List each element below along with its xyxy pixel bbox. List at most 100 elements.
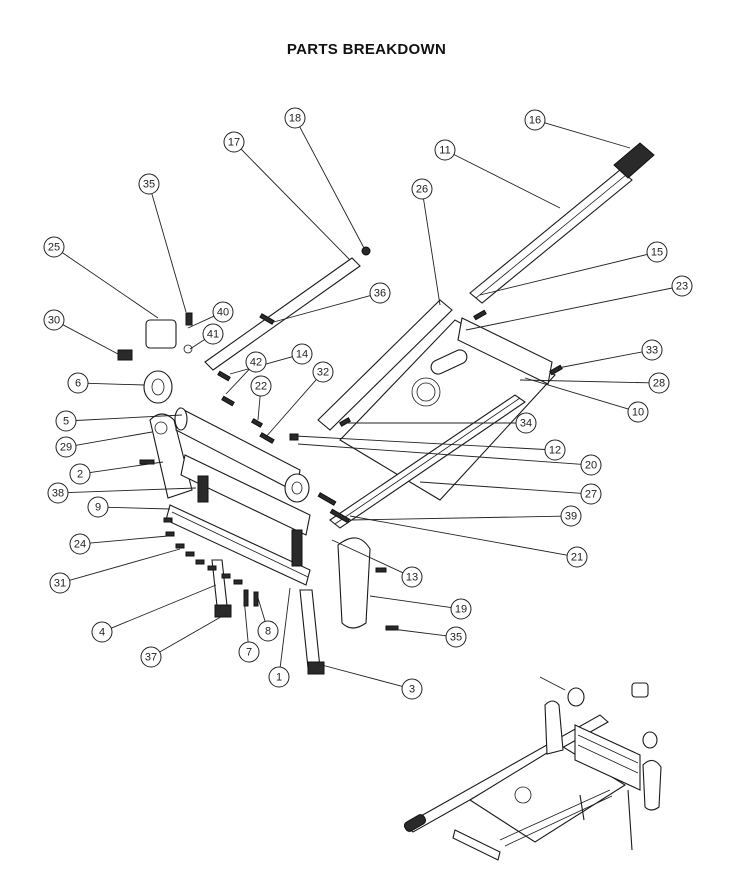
- leader-line-36: [269, 295, 371, 324]
- callout-15: 15: [646, 241, 668, 263]
- page-title: PARTS BREAKDOWN: [286, 41, 447, 58]
- callout-27: 27: [580, 483, 602, 505]
- callout-16: 16: [524, 109, 546, 131]
- bearing: [143, 370, 173, 404]
- callout-circle: [580, 483, 602, 505]
- callout-circle: [560, 505, 582, 527]
- callout-circle: [47, 482, 69, 504]
- leg-right: [299, 589, 321, 669]
- assembled-upright: [544, 700, 564, 755]
- leader-line-42: [225, 368, 250, 395]
- callout-circle: [401, 566, 423, 588]
- leader-line-6: [87, 382, 145, 386]
- callout-number: 16: [529, 115, 541, 127]
- callout-1: 1: [268, 666, 290, 688]
- callout-number: 27: [585, 489, 597, 501]
- callout-circle: [245, 351, 267, 373]
- callout-40: 40: [212, 301, 234, 323]
- callout-35: 35: [445, 626, 467, 648]
- callout-circle: [257, 620, 279, 642]
- leader-line-16: [544, 122, 631, 149]
- callout-3: 3: [401, 678, 423, 700]
- assembled-guard: [642, 759, 662, 811]
- leader-line-24: [89, 535, 169, 544]
- callout-number: 26: [416, 184, 428, 196]
- callout-number: 30: [48, 315, 60, 327]
- callout-number: 1: [276, 672, 282, 684]
- leader-line-12: [294, 435, 546, 450]
- assembled-view-drawing: [403, 676, 662, 861]
- spring-right: [291, 529, 303, 567]
- leader-line-7: [243, 597, 249, 643]
- callout-29: 29: [55, 436, 77, 458]
- callout-circle: [671, 275, 693, 297]
- callout-circle: [43, 236, 65, 258]
- callout-circle: [268, 666, 290, 688]
- foot-left: [214, 604, 232, 618]
- callout-number: 6: [75, 378, 81, 390]
- clamp-screw: [185, 312, 193, 326]
- callout-circle: [69, 533, 91, 555]
- callout-circle: [627, 401, 649, 423]
- callout-34: 34: [515, 412, 537, 434]
- callout-circle: [641, 339, 663, 361]
- callout-number: 32: [317, 367, 329, 379]
- callout-circle: [69, 463, 91, 485]
- leader-line-1: [279, 587, 291, 668]
- leader-line-27: [419, 481, 582, 494]
- leader-line-31: [69, 548, 181, 581]
- leader-line-39: [349, 515, 562, 521]
- callout-number: 22: [255, 381, 267, 393]
- callout-circle: [646, 241, 668, 263]
- leader-line-25: [62, 252, 159, 319]
- callout-circle: [524, 109, 546, 131]
- callout-2: 2: [69, 463, 91, 485]
- callout-number: 12: [549, 445, 561, 457]
- callout-24: 24: [69, 533, 91, 555]
- spring-left: [197, 475, 209, 503]
- callout-22: 22: [250, 375, 272, 397]
- callout-circle: [445, 626, 467, 648]
- callout-number: 28: [653, 378, 665, 390]
- leader-line-5: [75, 414, 183, 421]
- rod-nut: [361, 246, 371, 256]
- callout-37: 37: [140, 646, 162, 668]
- callout-42: 42: [245, 351, 267, 373]
- leader-line-22: [257, 395, 261, 421]
- callout-9: 9: [87, 496, 109, 518]
- callout-4: 4: [91, 621, 113, 643]
- leader-line-10: [524, 377, 629, 410]
- callout-10: 10: [627, 401, 649, 423]
- main-assembly-drawing: [117, 142, 655, 675]
- callout-39: 39: [560, 505, 582, 527]
- callout-number: 31: [54, 578, 66, 590]
- bearing-right: [284, 473, 310, 503]
- small-block: [117, 349, 133, 361]
- leader-line-17: [240, 148, 351, 261]
- callout-5: 5: [55, 410, 77, 432]
- callout-12: 12: [544, 439, 566, 461]
- callout-number: 5: [63, 416, 69, 428]
- callout-circle: [284, 107, 306, 129]
- leader-lines: [62, 122, 673, 687]
- callout-circle: [312, 361, 334, 383]
- leader-line-3: [317, 663, 403, 687]
- callout-circle: [250, 375, 272, 397]
- callout-number: 23: [676, 281, 688, 293]
- callout-41: 41: [202, 323, 224, 345]
- callout-7: 7: [238, 641, 260, 663]
- callout-circle: [566, 546, 588, 568]
- leader-line-37: [159, 613, 227, 653]
- callout-25: 25: [43, 236, 65, 258]
- cutting-arm: [317, 299, 453, 431]
- callout-circle: [580, 454, 602, 476]
- callout-number: 36: [374, 288, 386, 300]
- callout-35: 35: [138, 173, 160, 195]
- callout-circle: [291, 343, 313, 365]
- callout-circle: [411, 178, 433, 200]
- leader-line-28: [519, 379, 650, 384]
- callout-number: 17: [228, 137, 240, 149]
- leader-line-33: [557, 351, 643, 369]
- callout-number: 19: [455, 604, 467, 616]
- leader-line-38: [67, 487, 197, 494]
